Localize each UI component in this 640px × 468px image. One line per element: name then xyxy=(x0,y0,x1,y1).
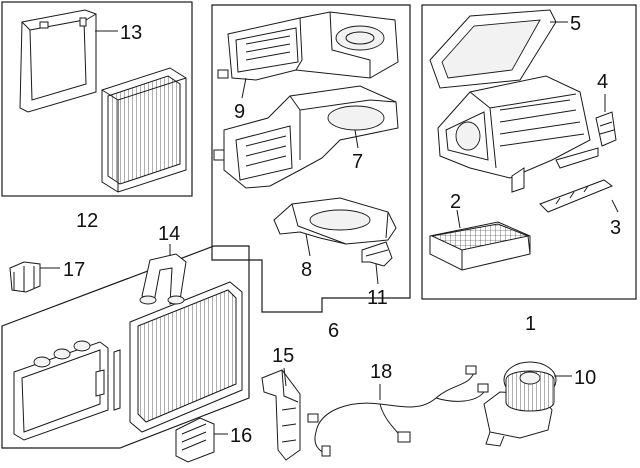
heater-pipe xyxy=(95,349,121,411)
duct-seal-11 xyxy=(361,241,393,267)
callout-18: 18 xyxy=(370,361,392,400)
callout-2: 2 xyxy=(450,191,461,229)
heater-core xyxy=(129,253,243,433)
callout-13: 13 xyxy=(95,22,142,44)
callout-label-15: 15 xyxy=(272,345,294,367)
callout-17: 17 xyxy=(40,259,85,281)
callout-label-13: 13 xyxy=(120,22,142,44)
group-box-14 xyxy=(1,245,250,449)
group-box-6 xyxy=(211,4,411,313)
callout-label-4: 4 xyxy=(597,71,608,93)
heater-case-assembly xyxy=(437,75,599,193)
callout-5: 5 xyxy=(550,13,581,35)
evaporator-seal-frame xyxy=(19,9,97,113)
callout-label-16: 16 xyxy=(230,425,252,447)
blower-motor-10 xyxy=(483,361,557,447)
upper-case-section xyxy=(217,11,399,81)
actuator-4 xyxy=(595,111,617,147)
callout-label-18: 18 xyxy=(370,361,392,383)
callout-label-10: 10 xyxy=(574,367,596,389)
group-box-1 xyxy=(421,4,637,300)
wiring-harness-18 xyxy=(307,365,489,457)
callout-11: 11 xyxy=(367,263,388,309)
callout-14: 14 xyxy=(158,223,180,256)
bracket-3 xyxy=(539,179,614,213)
callout-label-5: 5 xyxy=(570,13,581,35)
callout-label-17: 17 xyxy=(63,259,85,281)
callout-9: 9 xyxy=(234,77,247,123)
callout-label-7: 7 xyxy=(352,151,363,173)
center-housing-section xyxy=(213,85,399,189)
callout-label-6: 6 xyxy=(328,320,339,342)
callout-label-3: 3 xyxy=(610,217,621,239)
callout-8: 8 xyxy=(301,233,312,281)
callout-7: 7 xyxy=(352,129,363,173)
filter-frame-5 xyxy=(429,9,557,89)
callout-label-2: 2 xyxy=(450,191,461,213)
callout-label-11: 11 xyxy=(367,287,388,309)
duct-15 xyxy=(261,369,301,461)
group-box-12 xyxy=(1,1,193,197)
callout-16: 16 xyxy=(214,425,252,447)
callout-3: 3 xyxy=(610,199,621,239)
lower-housing-section xyxy=(273,197,397,245)
connector-17 xyxy=(9,261,41,293)
callout-10: 10 xyxy=(554,367,596,389)
heater-core-seal xyxy=(13,340,109,441)
callout-15: 15 xyxy=(272,345,294,387)
callout-label-8: 8 xyxy=(301,259,312,281)
callout-label-14: 14 xyxy=(158,223,180,245)
callout-4: 4 xyxy=(597,71,608,112)
callout-label-9: 9 xyxy=(234,101,245,123)
callout-label-1: 1 xyxy=(525,313,536,335)
evaporator-core xyxy=(101,67,187,193)
callout-label-12: 12 xyxy=(76,210,98,232)
module-16 xyxy=(175,417,215,463)
cabin-air-filter-2 xyxy=(429,221,531,271)
